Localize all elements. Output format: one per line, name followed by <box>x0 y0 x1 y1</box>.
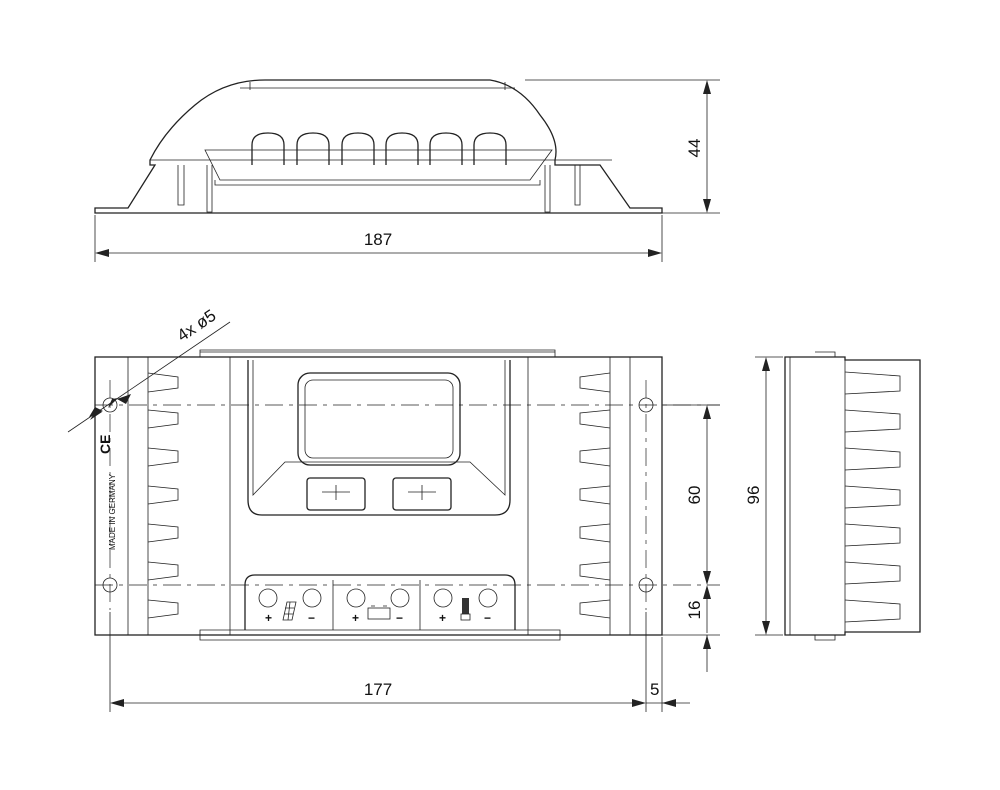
battery-icon <box>367 605 391 620</box>
mount-hole <box>638 577 654 593</box>
solar-panel-icon <box>282 601 297 621</box>
front-fins <box>147 372 611 619</box>
ce-mark: CE <box>97 435 113 454</box>
dim-height-44: 44 <box>685 139 704 158</box>
button-left[interactable] <box>306 477 366 511</box>
dim-width-187: 187 <box>364 230 392 249</box>
display-window <box>297 372 461 466</box>
dim-holes: 4x ø5 <box>174 306 220 346</box>
solar-plus: + <box>265 611 272 625</box>
side-view: 96 <box>744 351 921 641</box>
dim-177: 177 <box>364 680 392 699</box>
battery-plus: + <box>352 611 359 625</box>
mount-hole <box>638 397 654 413</box>
dim-5: 5 <box>650 680 659 699</box>
top-view-knobs <box>251 132 507 165</box>
top-view: 44 187 <box>94 79 720 262</box>
dim-60: 60 <box>685 486 704 505</box>
top-view-fins <box>177 165 581 213</box>
mount-hole <box>102 397 118 413</box>
made-in-germany: MADE IN GERMANY <box>108 473 117 550</box>
dim-96: 96 <box>744 486 763 505</box>
load-plus: + <box>439 611 446 625</box>
front-view: + − + − + − CE MADE IN GERMANY 4x ø5 60 … <box>67 306 720 712</box>
button-right[interactable] <box>392 477 452 511</box>
terminal-block <box>244 574 516 630</box>
dim-16: 16 <box>685 601 704 620</box>
mount-hole <box>102 577 118 593</box>
front-panel <box>247 360 511 516</box>
solar-minus: − <box>308 611 315 625</box>
load-minus: − <box>484 611 491 625</box>
battery-minus: − <box>396 611 403 625</box>
load-icon <box>460 598 471 621</box>
